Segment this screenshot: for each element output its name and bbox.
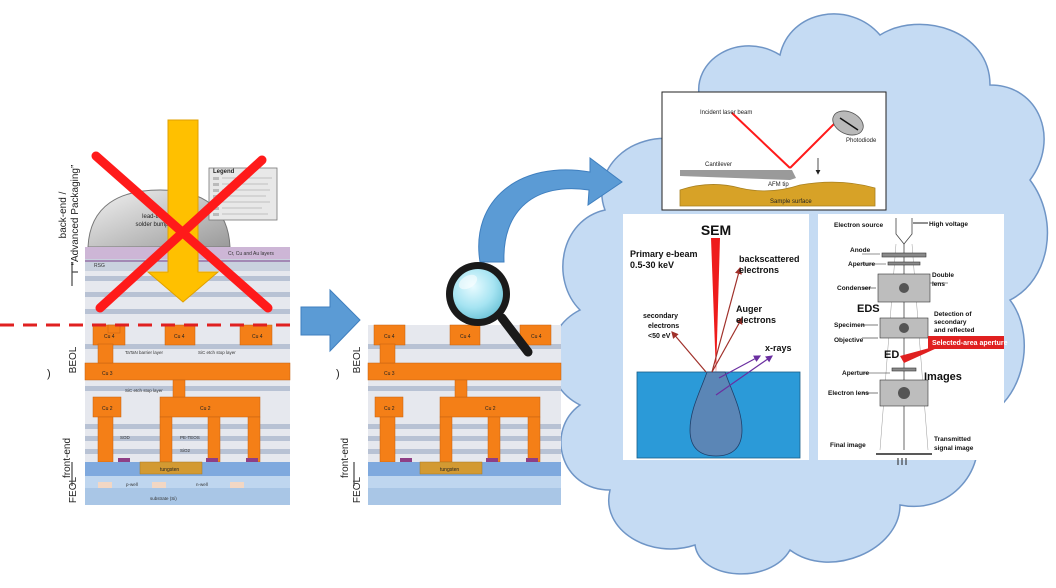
afm-surface-label: Sample surface xyxy=(770,199,812,205)
afm-photodiode-label: Photodiode xyxy=(846,138,877,144)
right-arrow-icon xyxy=(300,288,361,353)
cu2-label-b: Cu 2 xyxy=(200,406,211,412)
tungsten-label: tungsten xyxy=(160,467,179,473)
tatan-label: TaTaN barrier layer xyxy=(125,350,164,355)
tem-final-image-label: Final image xyxy=(830,442,866,449)
right-chip-cross-section: Cu 4 Cu 4 Cu 4 Cu 3 Cu 2 Cu 2 tungsten xyxy=(367,324,562,505)
tem-aperture-top-label: Aperture xyxy=(848,261,875,268)
r-cu2-label-b: Cu 2 xyxy=(485,406,496,412)
r-cu4-label-c: Cu 4 xyxy=(531,334,542,340)
sem-back-line2: electrons xyxy=(739,265,779,275)
tem-detection-line2: secondary xyxy=(934,319,967,326)
r-tungsten-label: tungsten xyxy=(440,467,459,473)
tem-double-line1: Double xyxy=(932,272,954,279)
front-end-label-left: front-end xyxy=(62,438,73,478)
solder-bump-label: lead-tin xyxy=(142,214,162,220)
r-cu4-label-b: Cu 4 xyxy=(460,334,471,340)
legend-title: Legend xyxy=(213,169,235,175)
tem-detection-line3: and reflected xyxy=(934,327,974,334)
sem-xray-label: x-rays xyxy=(765,343,792,353)
left-paren-b: ) xyxy=(336,368,340,380)
yellow-down-arrow-icon xyxy=(146,119,220,303)
beol-label-right: BEOL xyxy=(352,346,363,373)
cr-cu-au-label: Cr, Cu and Au layers xyxy=(228,251,274,257)
tem-transmitted-line1: Transmitted xyxy=(934,436,971,443)
left-axis: back-end / “Advanced Packaging” BEOL ) f… xyxy=(47,165,81,503)
front-end-label-right: front-end xyxy=(340,438,351,478)
sic-label-b: SiC etch stop layer xyxy=(125,388,163,393)
sod-label: SOD xyxy=(120,435,131,440)
r-cu4-label-a: Cu 4 xyxy=(384,334,395,340)
tem-aperture-bottom-label: Aperture xyxy=(842,370,869,377)
magnifier-icon xyxy=(446,262,533,357)
red-x-icon xyxy=(91,151,273,313)
tem-objective-label: Objective xyxy=(834,337,864,344)
svg-text:solder bump: solder bump xyxy=(135,222,169,228)
afm-panel: Incident laser beam Photodiode Cantileve… xyxy=(661,91,887,211)
substrate-label: substrate (Si) xyxy=(150,496,177,501)
tem-selected-area-label: Selected-area aperture xyxy=(932,340,1008,347)
afm-tip-label: AFM tip xyxy=(768,182,789,188)
sem-sec-line2: electrons xyxy=(648,323,679,330)
tem-electron-lens-label: Electron lens xyxy=(828,390,869,397)
tem-detection-line1: Detection of xyxy=(934,311,972,318)
tem-eds-label: EDS xyxy=(857,303,880,315)
sem-beam-line1: Primary e-beam xyxy=(630,249,698,259)
sem-beam-line2: 0.5-30 keV xyxy=(630,260,674,270)
sem-sec-line1: secondary xyxy=(643,313,678,320)
afm-cantilever-label: Cantilever xyxy=(705,162,732,168)
sic-label-a: SiC etch stop layer xyxy=(198,350,236,355)
back-end-label: back-end / xyxy=(58,191,69,238)
tem-double-line2: lens xyxy=(932,281,945,288)
curved-arrow-icon xyxy=(478,157,623,263)
feol-label-left: FEOL xyxy=(68,477,79,504)
sem-auger-line1: Auger xyxy=(736,304,763,314)
tem-hv-label: High voltage xyxy=(929,221,968,228)
tem-source-label: Electron source xyxy=(834,222,884,229)
tem-anode-label: Anode xyxy=(850,247,871,254)
beol-label-left: BEOL xyxy=(68,346,79,373)
tem-condenser-label: Condenser xyxy=(837,285,871,292)
p-well-label: p-well xyxy=(126,482,138,487)
n-well-label: n-well xyxy=(196,482,208,487)
sem-panel: SEM Primary e-beam 0.5-30 keV backscatte… xyxy=(623,214,809,460)
tem-panel: Selected-area aperture Electron source H… xyxy=(818,214,1008,465)
sem-back-line1: backscattered xyxy=(739,254,800,264)
tem-specimen-label: Specimen xyxy=(834,322,865,329)
sem-auger-line2: electrons xyxy=(736,315,776,325)
afm-incident-label: Incident laser beam xyxy=(700,110,752,116)
cu4-label-b: Cu 4 xyxy=(174,334,185,340)
pe-teos-label: PE-TEOS xyxy=(180,435,200,440)
sem-title: SEM xyxy=(701,222,731,238)
sio2-label: SiO2 xyxy=(180,448,191,453)
advanced-packaging-label: “Advanced Packaging” xyxy=(70,165,81,266)
tem-images-label: Images xyxy=(924,371,962,383)
cu4-label-a: Cu 4 xyxy=(104,334,115,340)
cu4-label-c: Cu 4 xyxy=(252,334,263,340)
r-cu3-label: Cu 3 xyxy=(384,371,395,377)
feol-label-right: FEOL xyxy=(352,477,363,504)
sem-sec-line3: <50 eV xyxy=(648,333,671,340)
cu3-label: Cu 3 xyxy=(102,371,113,377)
right-axis: BEOL ) front-end FEOL xyxy=(336,346,363,503)
r-cu2-label-a: Cu 2 xyxy=(384,406,395,412)
cu2-label-a: Cu 2 xyxy=(102,406,113,412)
rsg-label: RSG xyxy=(94,263,105,269)
left-paren-a: ) xyxy=(47,368,51,380)
tem-transmitted-line2: signal image xyxy=(934,445,974,452)
tem-ed-label: ED xyxy=(884,349,899,361)
